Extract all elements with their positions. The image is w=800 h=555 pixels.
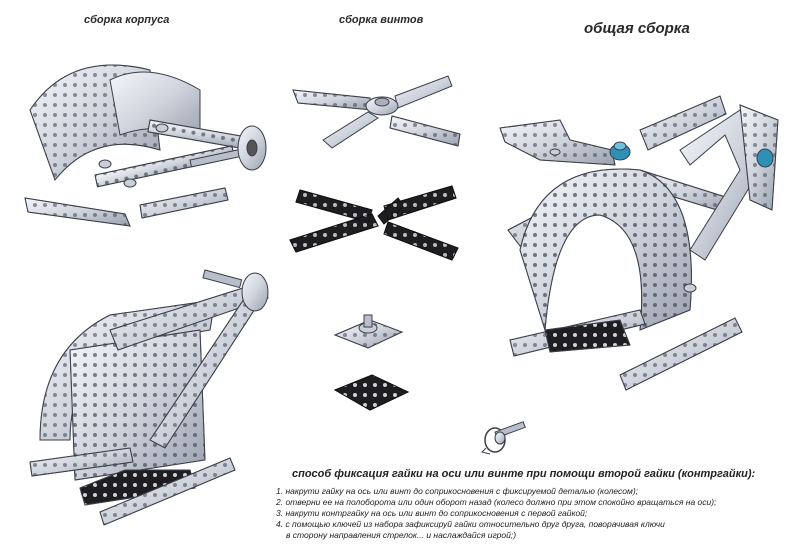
instruction-step: 4. с помощью ключей из набора зафиксируй… xyxy=(276,519,796,541)
small-black-plate xyxy=(333,374,410,411)
section-title-screws-assembly: сборка винтов xyxy=(339,14,424,26)
instructions-title: способ фиксация гайки на оси или винте п… xyxy=(292,468,756,480)
counter-nut-icon xyxy=(481,421,526,455)
instruction-step: 1. накрути гайку на ось или винт до сопр… xyxy=(276,486,796,497)
general-assembly-drawing xyxy=(499,95,779,391)
rotor-cross-metal xyxy=(292,75,461,149)
body-assembly-drawing-bottom xyxy=(29,269,269,526)
small-metal-plate-with-nut xyxy=(333,314,404,349)
instruction-step-text: 4. с помощью ключей из набора зафиксируй… xyxy=(276,519,665,529)
section-title-body-assembly: сборка корпуса xyxy=(84,14,170,26)
body-assembly-drawing-top xyxy=(24,64,267,227)
instruction-step: 3. накрути контргайку на ось или винт до… xyxy=(276,508,796,519)
instruction-step: 2. отверни ее на полоборота или один обо… xyxy=(276,497,796,508)
instruction-step-text: 1. накрути гайку на ось или винт до сопр… xyxy=(276,486,639,496)
rotor-cross-black xyxy=(289,185,459,261)
instructions-steps: 1. накрути гайку на ось или винт до сопр… xyxy=(276,486,796,541)
instruction-step-continuation: в сторону направления стрелок... и насла… xyxy=(286,530,517,540)
instruction-step-text: 3. накрути контргайку на ось или винт до… xyxy=(276,508,588,518)
section-title-general-assembly: общая сборка xyxy=(584,20,690,37)
instruction-step-text: 2. отверни ее на полоборота или один обо… xyxy=(276,497,717,507)
